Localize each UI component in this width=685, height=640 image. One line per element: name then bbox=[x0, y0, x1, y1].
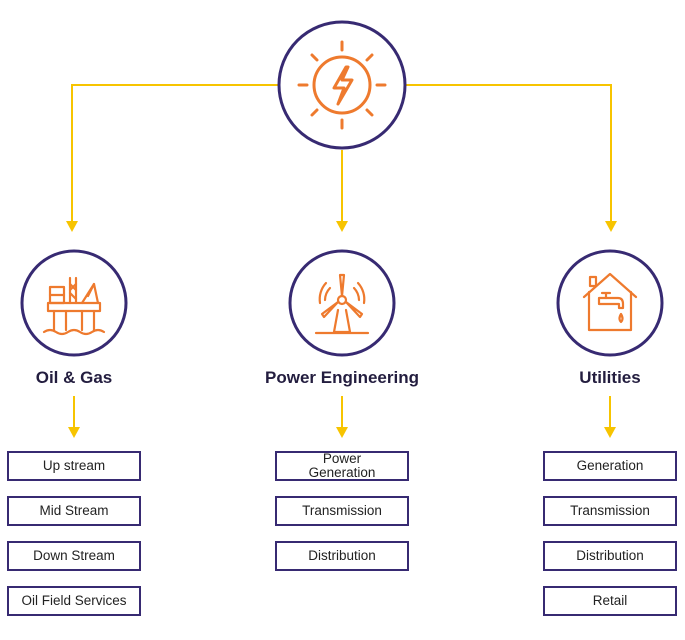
house-faucet-icon bbox=[582, 272, 638, 332]
sector-node-utilities bbox=[556, 249, 664, 357]
item-box: Retail bbox=[543, 586, 677, 616]
item-box: Down Stream bbox=[7, 541, 141, 571]
arrowhead-center bbox=[336, 221, 348, 232]
sector-arrowhead-left bbox=[68, 427, 80, 438]
item-box: Distribution bbox=[543, 541, 677, 571]
sun-lightning-icon bbox=[297, 40, 387, 130]
root-node bbox=[277, 20, 407, 150]
root-arrowheads bbox=[66, 221, 617, 232]
item-box: Transmission bbox=[275, 496, 409, 526]
item-box: Distribution bbox=[275, 541, 409, 571]
arrowhead-right bbox=[605, 221, 617, 232]
item-box: Up stream bbox=[7, 451, 141, 481]
sector-node-power-engineering bbox=[288, 249, 396, 357]
sector-title-oil-gas: Oil & Gas bbox=[35, 368, 113, 387]
item-box: Power Generation bbox=[275, 451, 409, 481]
wind-turbine-icon bbox=[314, 273, 370, 335]
sector-title-power-engineering: Power Engineering bbox=[265, 368, 419, 387]
connector-right bbox=[406, 84, 612, 222]
sector-arrowhead-center bbox=[336, 427, 348, 438]
arrowhead-left bbox=[66, 221, 78, 232]
item-box: Mid Stream bbox=[7, 496, 141, 526]
connector-left bbox=[71, 84, 278, 222]
item-box: Oil Field Services bbox=[7, 586, 141, 616]
sector-connectors bbox=[73, 396, 611, 428]
sector-title-utilities: Utilities bbox=[579, 368, 641, 387]
sector-arrowhead-right bbox=[604, 427, 616, 438]
oil-rig-icon bbox=[42, 276, 106, 336]
item-box: Transmission bbox=[543, 496, 677, 526]
sector-node-oil-gas bbox=[20, 249, 128, 357]
item-box: Generation bbox=[543, 451, 677, 481]
root-connectors bbox=[71, 84, 612, 222]
sector-arrowheads bbox=[68, 427, 616, 438]
